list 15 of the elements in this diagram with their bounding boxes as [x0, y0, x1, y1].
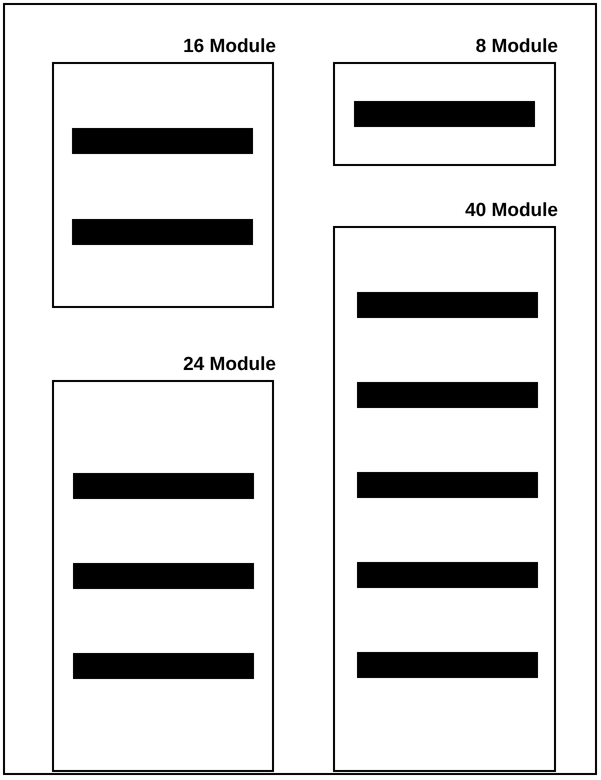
bar: [354, 101, 535, 127]
bar: [357, 562, 538, 588]
module-heading: 16 Module: [183, 36, 276, 58]
bar: [73, 473, 254, 499]
bar: [357, 652, 538, 678]
bar: [73, 563, 254, 589]
bar: [72, 219, 253, 245]
bar: [357, 382, 538, 408]
module-heading: 8 Module: [476, 36, 558, 58]
bar: [73, 653, 254, 679]
module-heading: 40 Module: [465, 200, 558, 222]
bar: [357, 292, 538, 318]
bar: [72, 128, 253, 154]
module-heading: 24 Module: [183, 354, 276, 376]
bar: [357, 472, 538, 498]
